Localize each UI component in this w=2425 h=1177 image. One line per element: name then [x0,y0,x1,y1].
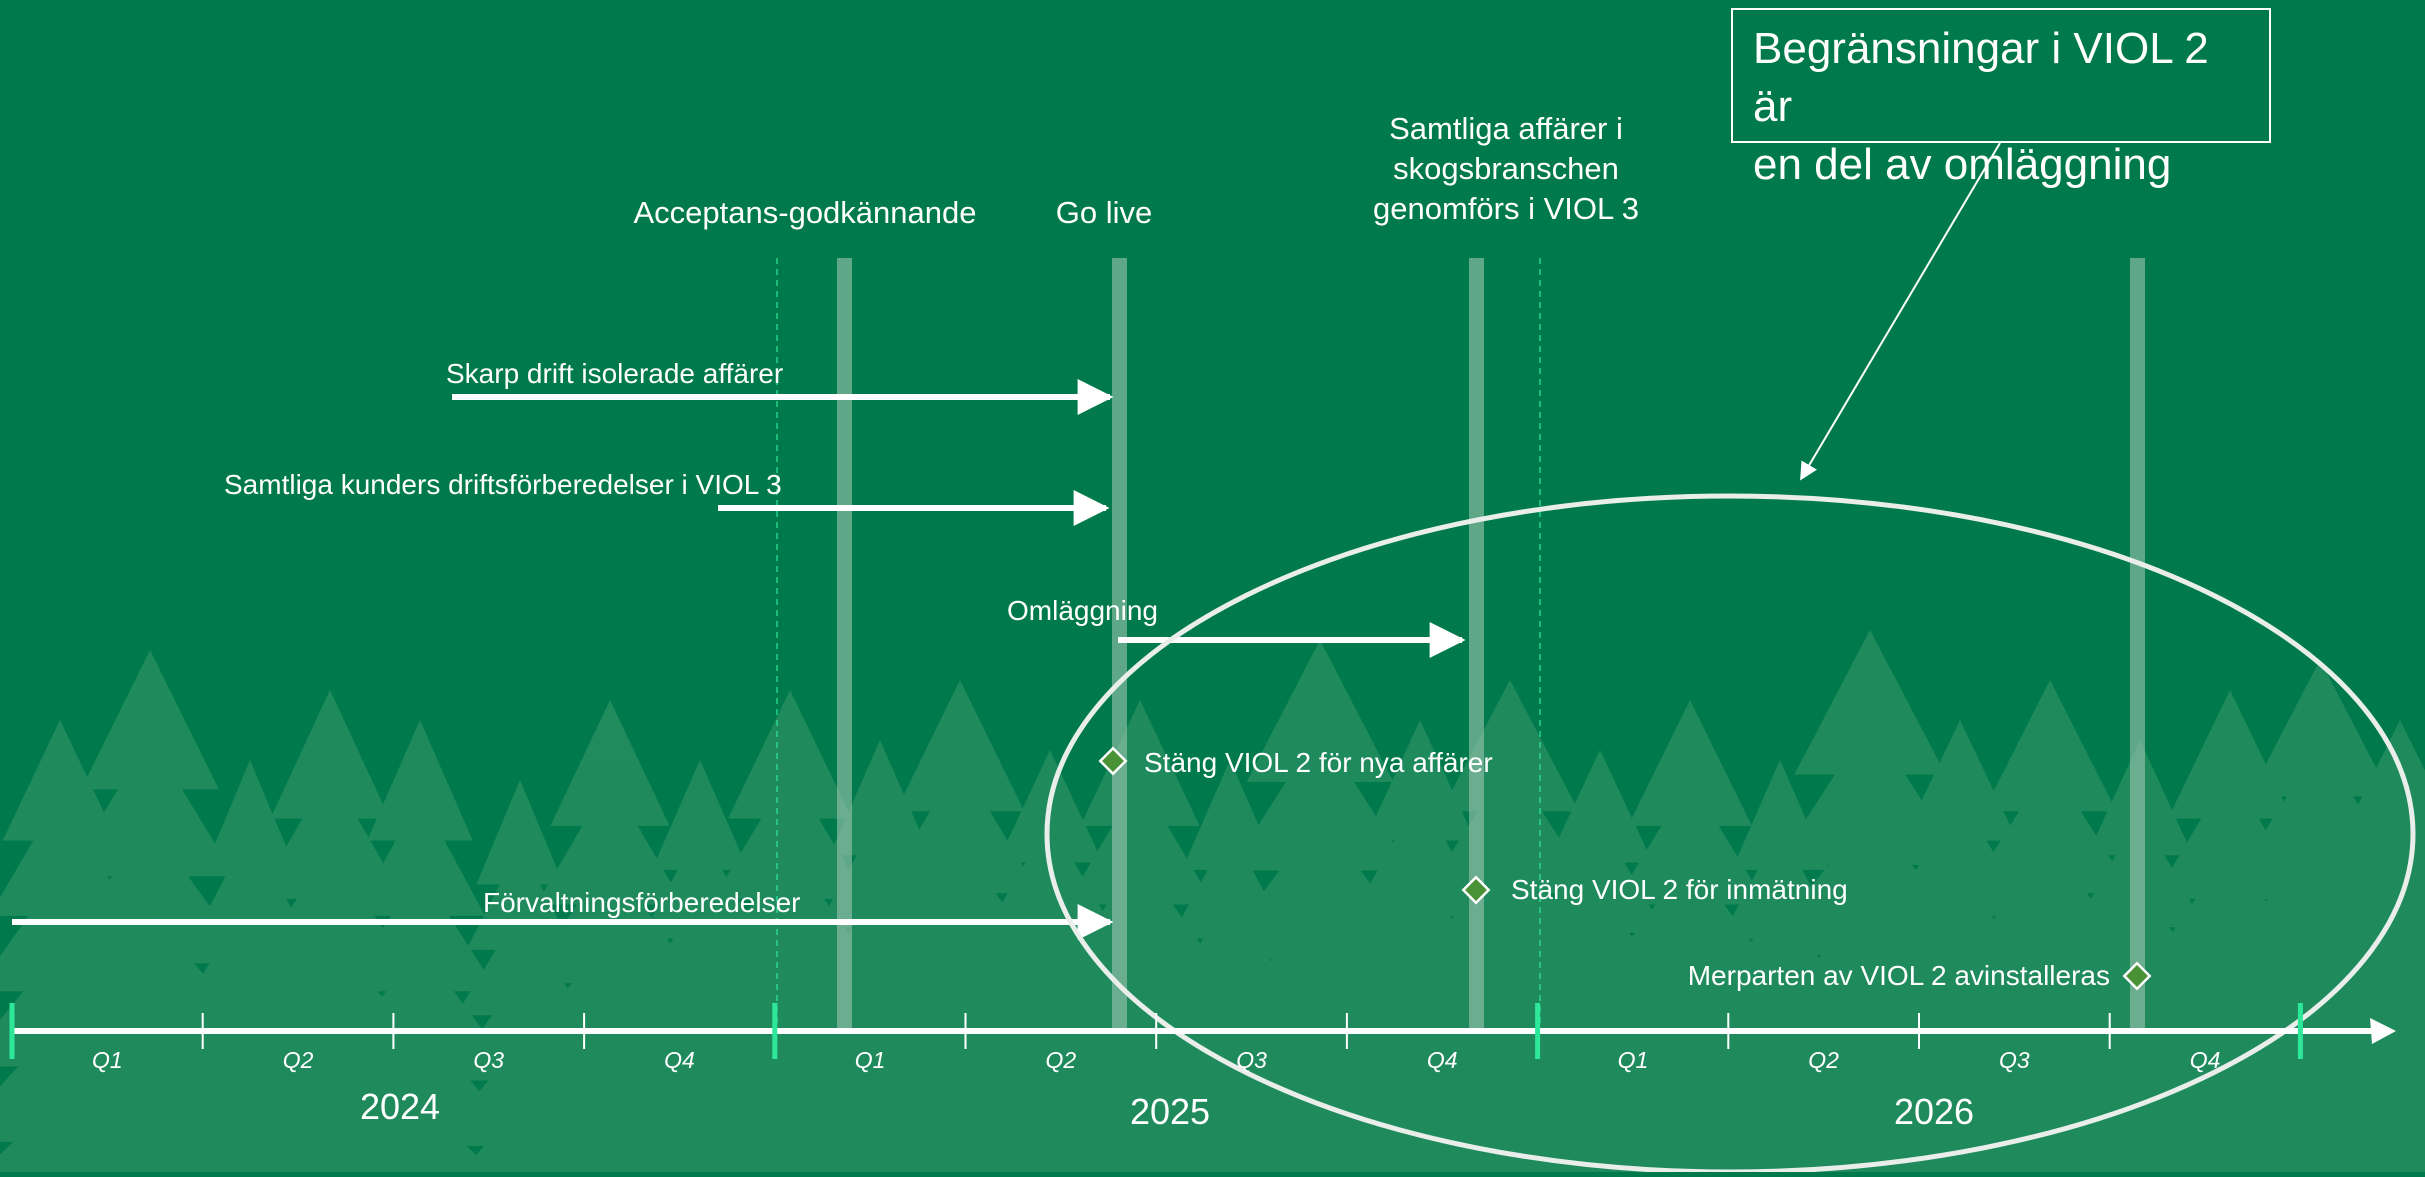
axis-quarter-label: Q4 [2190,1047,2221,1073]
axis-year-label: 2026 [1894,1091,1974,1132]
axis-quarter-label: Q2 [1046,1047,1077,1073]
axis-quarter-label: Q1 [855,1047,886,1073]
milestone-label-all-business-3: genomförs i VIOL 3 [1373,191,1639,226]
activity-label-kunders-drift: Samtliga kunders driftsförberedelser i V… [224,469,782,500]
callout-line-1: Begränsningar i VIOL 2 är [1753,24,2209,131]
activity-label-forvaltning: Förvaltningsförberedelser [483,887,801,918]
axis-quarter-label: Q3 [473,1047,504,1073]
axis-quarter-label: Q3 [1999,1047,2030,1073]
activity-label-skarp-drift: Skarp drift isolerade affärer [446,358,783,389]
axis-quarter-label: Q1 [92,1047,123,1073]
milestone-label-all-business-1: Samtliga affärer i [1389,111,1623,146]
milestone-bar-acceptance [837,258,852,1028]
event-diamond-close-new-business [1098,746,1128,776]
axis-ticks [9,1003,2303,1059]
axis-labels: Q1 Q2 Q3 Q4 Q1 Q2 Q3 Q4 Q1 Q2 Q3 Q4 2024 2025 2026 [92,1047,2220,1132]
axis-quarter-label: Q4 [1427,1047,1458,1073]
event-label-uninstall: Merparten av VIOL 2 avinstalleras [1688,960,2110,991]
axis-quarter-label: Q4 [664,1047,695,1073]
event-diamond-uninstall [2122,961,2152,991]
axis-quarter-label: Q2 [283,1047,314,1073]
callout-line-2: en del av omläggning [1753,140,2172,189]
milestone-bar-all-business [1469,258,1484,1028]
milestone-label-acceptance: Acceptans-godkännande [634,195,977,230]
activity-label-omlaggning: Omläggning [1007,595,1158,626]
event-diamond-close-intake [1461,875,1491,905]
tree-silhouette [2284,720,2425,1177]
axis-year-label: 2024 [360,1086,440,1127]
milestone-label-all-business-2: skogsbranschen [1393,151,1619,186]
axis-year-label: 2025 [1130,1091,1210,1132]
event-label-close-intake: Stäng VIOL 2 för inmätning [1511,874,1848,905]
milestone-bar-uninstall [2130,258,2145,1028]
axis-quarter-label: Q2 [1808,1047,1839,1073]
event-label-close-new-business: Stäng VIOL 2 för nya affärer [1144,747,1493,778]
milestone-label-go-live: Go live [1056,195,1152,230]
time-axis-arrowhead [2370,1018,2396,1044]
callout-pointer-arrow [1800,142,2001,481]
axis-quarter-label: Q1 [1618,1047,1649,1073]
axis-quarter-label: Q3 [1236,1047,1267,1073]
callout-box: Begränsningar i VIOL 2 är en del av omlä… [1731,8,2271,189]
